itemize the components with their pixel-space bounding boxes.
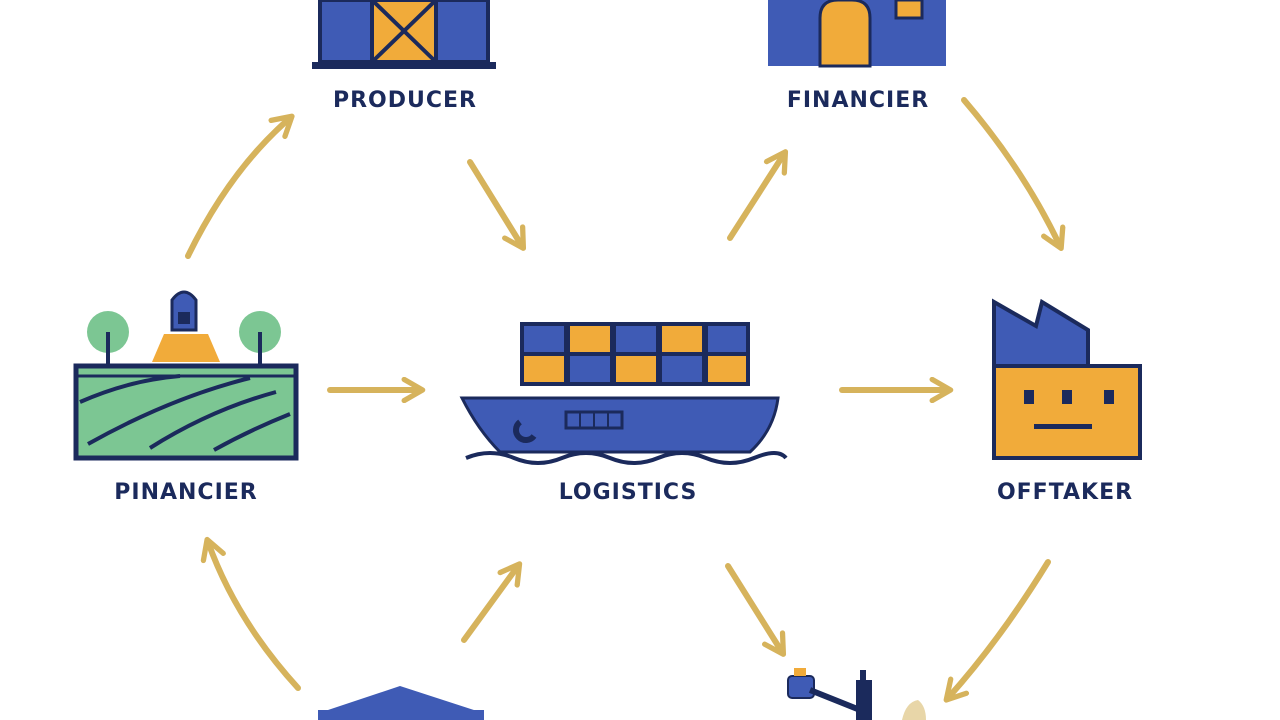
producer-label: PRODUCER: [332, 88, 477, 113]
arrow-warehouse-to-farm: [200, 536, 301, 691]
arrow-financier-to-offtaker: [961, 97, 1066, 252]
offtaker-label: OFFTAKER: [996, 480, 1134, 505]
arrow-logistics-to-crane: [725, 563, 787, 657]
arrow-logistics-to-financier: [727, 149, 789, 241]
arrow-producer-to-logistics: [467, 159, 527, 251]
flow-arrows: [185, 97, 1066, 703]
crane-icon: [787, 668, 926, 720]
arrow-warehouse-to-logistics: [461, 561, 523, 643]
farm-field-icon: [73, 290, 299, 461]
financier-left-label: PINANCIER: [114, 480, 258, 505]
factory-icon: [992, 298, 1142, 460]
bank-building-icon: [768, 0, 946, 68]
warehouse-icon: [312, 0, 496, 69]
financier-top-label: FINANCIER: [786, 88, 930, 113]
arrow-farm-to-producer: [185, 113, 295, 259]
cargo-ship-icon: [459, 322, 788, 465]
warehouse-roof-icon: [318, 686, 484, 720]
arrow-offtaker-to-crane: [943, 559, 1051, 703]
logistics-label: LOGISTICS: [558, 480, 698, 505]
